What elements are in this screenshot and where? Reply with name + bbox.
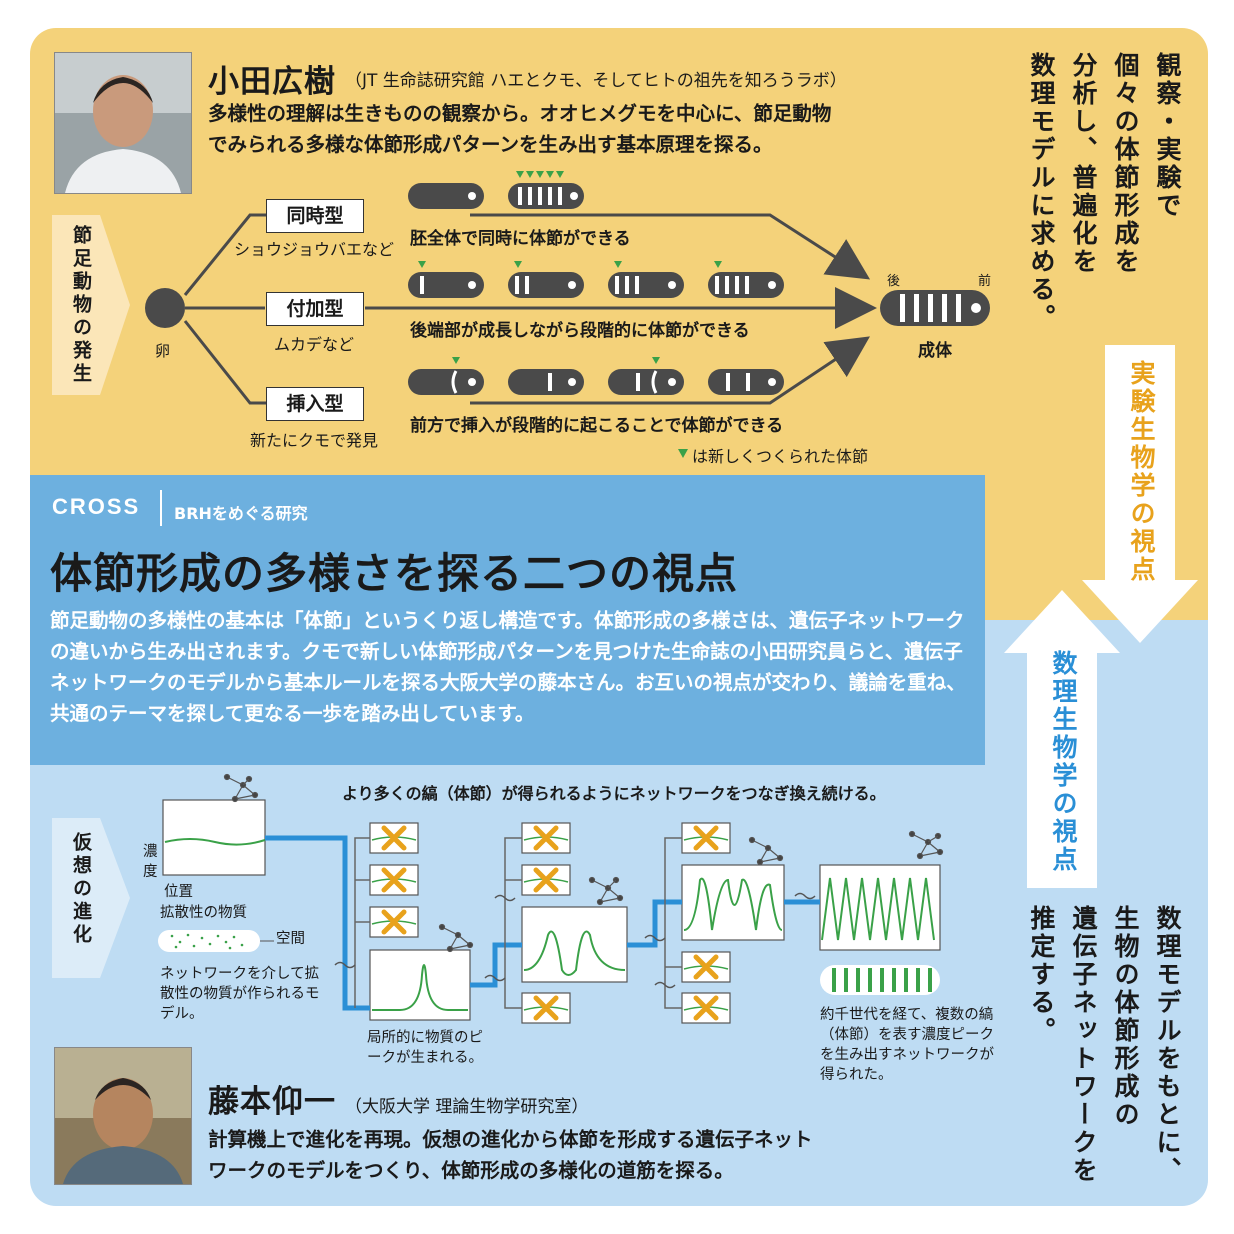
- additive-embryo-2: [508, 261, 584, 298]
- type-simultaneous-desc: 胚全体で同時に体節ができる: [410, 229, 631, 249]
- experimental-view-label: 実験生物学の視点: [1127, 360, 1156, 584]
- intercalary-embryo-3: [608, 357, 684, 395]
- type-intercalary-example: 新たにクモで発見: [249, 431, 378, 450]
- intercalary-embryo-1: [408, 357, 484, 395]
- oda-affiliation: （JT 生命誌研究館 ハエとクモ、そしてヒトの祖先を知ろうラボ）: [345, 71, 847, 91]
- bottom-right-statement: 数理モデルをもとに、 生物の体節形成の 遺伝子ネットワークを 推定する。: [1020, 905, 1188, 1195]
- cross-divider: [160, 490, 162, 526]
- additive-embryo-4: [708, 261, 784, 298]
- legend-triangle: [678, 449, 688, 458]
- final-note: 約千世代を経て、複数の縞（体節）を表す濃度ピークを生み出すネットワークが得られた…: [820, 1007, 994, 1083]
- evolution-diagram: [158, 773, 944, 1024]
- statement-line-3: 分析し、普遍化を: [1069, 52, 1098, 276]
- top-right-statement: 観察・実験で 個々の体節形成を 分析し、普遍化を 数理モデルに求める。: [1020, 52, 1188, 352]
- evo-top-caption: より多くの縞（体節）が得られるようにネットワークをつなぎ換え続ける。: [342, 784, 886, 803]
- intercalary-embryo-2: [508, 369, 584, 395]
- type-additive-box: 付加型: [266, 292, 364, 326]
- diffuse-label: 拡散性の物質: [160, 905, 247, 921]
- conc-label: 濃度: [143, 844, 158, 880]
- additive-embryo-3: [608, 261, 684, 298]
- top-side-tab: [52, 215, 130, 395]
- statement-line-4: 数理モデルに求める。: [1027, 52, 1056, 332]
- simultaneous-embryo-2: [508, 171, 584, 209]
- type-intercalary-box: 挿入型: [266, 387, 364, 421]
- egg-label: 卵: [155, 342, 171, 360]
- intercalary-embryo-4: [708, 369, 784, 395]
- fujimoto-photo-graphic: [55, 1048, 191, 1184]
- fujimoto-photo: [54, 1047, 192, 1185]
- final-capsule: [820, 965, 940, 995]
- back-label: 後: [887, 274, 901, 289]
- front-label: 前: [978, 274, 992, 289]
- fujimoto-affiliation: （大阪大学 理論生物学研究室）: [345, 1097, 589, 1117]
- model-note: ネットワークを介して拡散性の物質が作られるモデル。: [160, 966, 320, 1022]
- adult-label: 成体: [918, 341, 952, 361]
- cross-body: 節足動物の多様性の基本は「体節」というくり返し構造です。体節形成の多様さは、遺伝…: [50, 609, 966, 725]
- oda-photo: [54, 52, 192, 194]
- bottom-side-label: 仮想の進化: [70, 832, 92, 947]
- type-additive-desc: 後端部が成長しながら段階的に体節ができる: [410, 321, 750, 341]
- oda-desc-line2: でみられる多様な体節形成パターンを生み出す基本原理を探る。: [208, 133, 773, 156]
- oda-photo-graphic: [55, 53, 191, 193]
- type-simultaneous-box: 同時型: [266, 199, 364, 233]
- cross-label: CROSS: [52, 494, 141, 519]
- math-view-label: 数理生物学の視点: [1049, 650, 1078, 874]
- cross-band: [30, 475, 985, 765]
- cross-title: 体節形成の多様さを探る二つの視点: [50, 549, 739, 598]
- bottom-side-tab: [52, 818, 130, 978]
- bottom-statement-line-4: 推定する。: [1027, 905, 1056, 1045]
- statement-line-2: 個々の体節形成を: [1111, 52, 1140, 276]
- adult-embryo: [880, 290, 990, 326]
- oda-name: 小田広樹: [208, 64, 336, 100]
- statement-line-1: 観察・実験で: [1153, 52, 1182, 220]
- peak-note: 局所的に物質のピークが生まれる。: [367, 1030, 483, 1066]
- bottom-statement-line-2: 生物の体節形成の: [1111, 905, 1140, 1129]
- math-arrow: [1004, 590, 1120, 888]
- type-simultaneous-example: ショウジョウバエなど: [233, 240, 394, 259]
- bottom-statement-line-3: 遺伝子ネットワークを: [1069, 905, 1098, 1185]
- type-additive-example: ムカデなど: [273, 335, 354, 354]
- egg-icon: [145, 288, 185, 328]
- additive-embryo-1: [408, 261, 484, 298]
- pos-label: 位置: [164, 884, 193, 900]
- simultaneous-embryo-1: [408, 183, 484, 209]
- bottom-statement-line-1: 数理モデルをもとに、: [1153, 905, 1182, 1185]
- type-intercalary-desc: 前方で挿入が段階的に起こることで体節ができる: [410, 416, 784, 436]
- fujimoto-desc-line1: 計算機上で進化を再現。仮想の進化から体節を形成する遺伝子ネット: [208, 1128, 813, 1151]
- experimental-arrow: [1082, 345, 1198, 643]
- cross-subtitle: BRHをめぐる研究: [174, 504, 308, 523]
- space-label: 空間: [276, 931, 305, 947]
- diffusion-capsule: [158, 930, 274, 952]
- top-side-label: 節足動物の発生: [70, 225, 92, 386]
- fujimoto-name: 藤本仰一: [208, 1084, 336, 1120]
- fujimoto-desc-line2: ワークのモデルをつくり、体節形成の多様化の道筋を探る。: [208, 1159, 734, 1182]
- legend-text: は新しくつくられた体節: [692, 447, 869, 466]
- oda-desc-line1: 多様性の理解は生きものの観察から。オオヒメグモを中心に、節足動物: [208, 102, 832, 125]
